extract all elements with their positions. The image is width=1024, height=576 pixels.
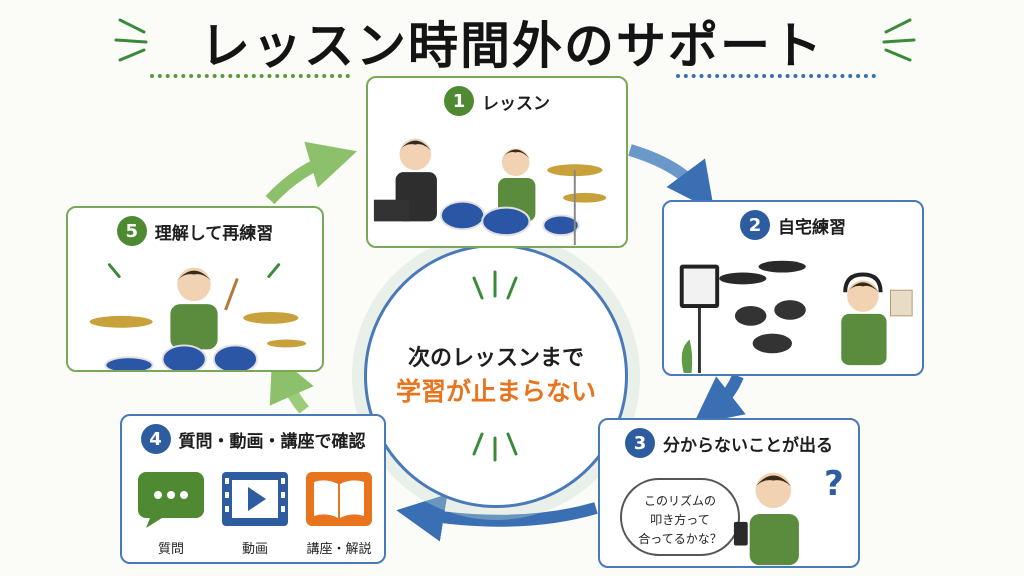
step-5-label: 理解して再練習 [154,223,274,244]
speech-bubble-line2: 叩き方って [650,513,710,527]
student-drumming-happily-illustration [89,263,307,370]
step-2-header: 2 自宅練習 [664,210,922,240]
title-sparkle-left-icon [114,18,148,62]
arrow-4-to-5 [269,352,314,414]
arrow-1-to-2 [628,144,715,212]
support-tool-course-label: 講座・解説 [306,542,372,557]
home-practice-electronic-drum-illustration [679,260,913,373]
confused-student-with-phone-illustration [733,472,799,566]
step-3-label: 分からないことが出る [663,435,833,456]
step-3-header: 3 分からないことが出る [600,428,858,458]
teacher-student-drum-lesson-illustration [373,138,607,246]
step-1-badge: 1 [444,86,474,116]
step-3-badge: 3 [625,428,655,458]
step-4-card: 4 質問・動画・講座で確認 質問 動画 講座・解説 [120,414,386,564]
title-sparkle-right-icon [882,18,916,62]
step-2-label: 自宅練習 [778,217,846,238]
question-mark-icon: ? [824,464,844,504]
page-title: レッスン時間外のサポート [200,17,824,75]
center-sparkle-bottom-icon [472,432,518,462]
center-text-line2: 学習が止まらない [395,377,596,406]
speech-bubble-line1: このリズムの [643,494,716,508]
step-1-header: 1 レッスン [368,86,626,116]
step-5-card: 5 理解して再練習 [66,206,324,372]
center-sparkle-top-icon [472,270,518,300]
step-2-badge: 2 [740,210,770,240]
step-5-badge: 5 [116,216,147,246]
step-1-label: レッスン [482,93,550,114]
step-5-header: 5 理解して再練習 [68,216,322,246]
title-underline-dots-left [150,74,350,78]
step-4-badge: 4 [140,424,171,454]
step-2-card: 2 自宅練習 [662,200,924,376]
step-4-label: 質問・動画・講座で確認 [178,431,366,452]
step-4-header: 4 質問・動画・講座で確認 [122,424,384,454]
speech-bubble-line3: 合ってるかな？ [638,532,722,546]
center-text-line1: 次のレッスンまで [407,346,584,371]
support-tool-question-label: 質問 [157,542,184,557]
arrow-5-to-1 [265,141,358,205]
speech-bubble: このリズムの 叩き方って 合ってるかな？ [620,478,740,556]
support-tool-video-label: 動画 [241,542,268,557]
video-player-icon [222,472,288,526]
arrow-3-to-4 [396,494,598,542]
step-3-card: 3 分からないことが出る このリズムの 叩き方って 合ってるかな？ ? [598,418,860,568]
arrow-2-to-3 [693,373,746,425]
step-1-card: 1 レッスン [366,76,628,248]
open-book-icon [306,472,372,526]
chat-bubble-icon [138,472,204,528]
title-underline-dots-right [676,74,876,78]
